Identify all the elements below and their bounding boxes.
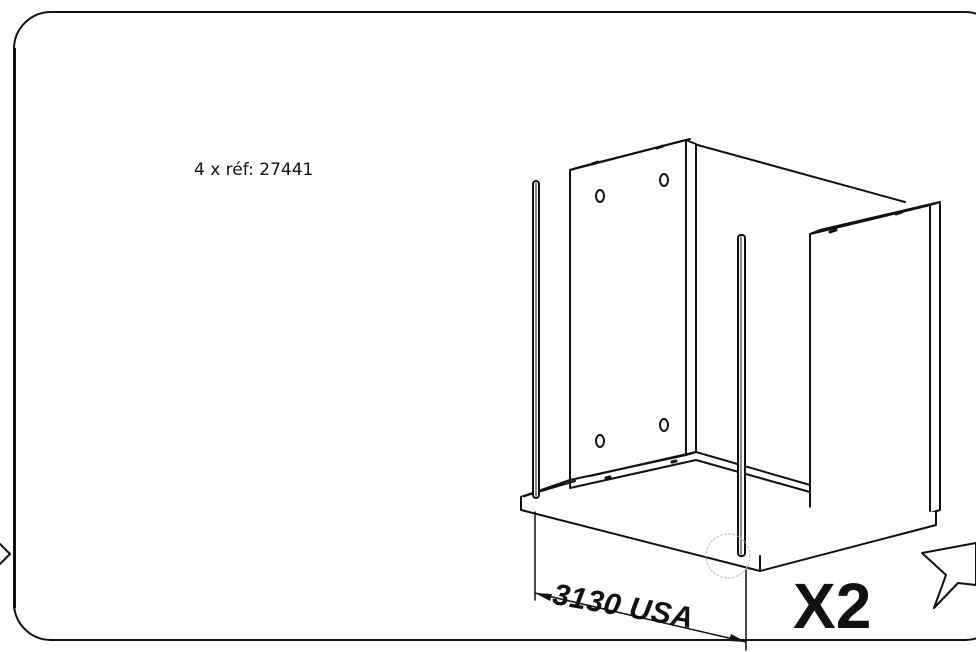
quantity-label: X2 <box>793 570 872 642</box>
dimension-line <box>534 592 747 643</box>
arrow-left-icon <box>0 543 11 565</box>
panel-hole <box>659 173 669 187</box>
arrow-right-icon <box>921 542 976 609</box>
back-top-edge <box>693 143 906 203</box>
panel-hole <box>659 418 669 432</box>
left-side-panel <box>569 139 687 481</box>
left-side-panel-edge <box>685 139 697 456</box>
panel-hole <box>595 434 605 448</box>
reference-label: 4 x réf: 27441 <box>194 160 314 180</box>
panel-hole <box>595 189 605 203</box>
right-side-panel <box>809 204 931 541</box>
instruction-panel-left-edge <box>13 48 16 608</box>
